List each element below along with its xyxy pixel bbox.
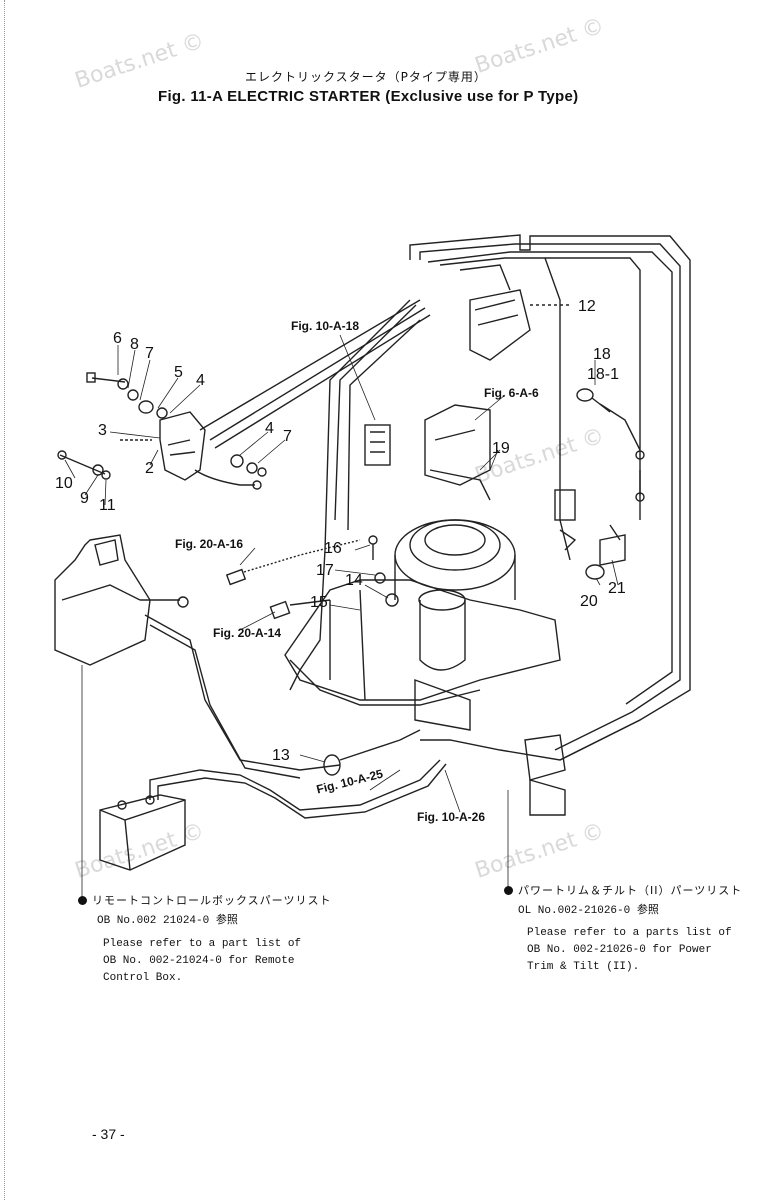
jp-title: エレクトリックスタータ（Pタイプ専用） xyxy=(245,70,487,84)
remote-control-box xyxy=(54,534,151,666)
part-number-7: 7 xyxy=(145,345,154,362)
relay xyxy=(364,424,391,466)
right-note-ob: OL No.002-21026-0 参照 xyxy=(518,905,659,917)
note-bullet xyxy=(78,896,87,905)
harness-inner xyxy=(419,243,681,751)
fig-ref-10-a-26: Fig. 10-A-26 xyxy=(417,810,486,824)
left-note-jp: リモートコントロールボックスパーツリスト xyxy=(92,894,332,907)
figure-title: Fig. 11-A ELECTRIC STARTER (Exclusive us… xyxy=(158,88,579,105)
page-margin-rule xyxy=(4,0,5,1200)
part-number-11: 11 xyxy=(99,497,116,514)
harness-outer xyxy=(409,234,691,761)
part-number-5: 5 xyxy=(174,364,183,381)
part-number-9: 9 xyxy=(80,490,89,507)
part-number-7b: 7 xyxy=(283,428,292,445)
part-number-13: 13 xyxy=(272,747,290,764)
part-number-18: 18 xyxy=(593,346,611,363)
part-number-17: 17 xyxy=(316,562,334,579)
part-number-12: 12 xyxy=(578,298,596,315)
battery xyxy=(99,794,186,871)
part-number-19: 19 xyxy=(492,440,510,457)
part-number-14: 14 xyxy=(345,572,363,589)
fig-ref-6-a-6: Fig. 6-A-6 xyxy=(484,386,539,400)
left-note-line2: OB No. 002-21024-0 for Remote xyxy=(103,955,295,967)
left-note-line1: Please refer to a part list of xyxy=(103,938,302,950)
page-number: - 37 - xyxy=(92,1126,125,1142)
part-number-20: 20 xyxy=(580,593,598,610)
part-number-18-1: 18-1 xyxy=(587,366,620,383)
right-note-jp: パワートリム＆チルト（II）パーツリスト xyxy=(518,884,743,897)
harness-inner2 xyxy=(427,251,673,705)
starter-motor xyxy=(419,600,466,671)
part-number-2: 2 xyxy=(145,460,154,477)
part-number-4b: 4 xyxy=(265,420,274,437)
part-number-6: 6 xyxy=(113,330,122,347)
left-note-line3: Control Box. xyxy=(103,972,183,984)
right-note-line3: Trim & Tilt (II). xyxy=(527,961,640,973)
engine-block xyxy=(284,579,561,701)
note-bullet xyxy=(504,886,513,895)
part-number-10: 10 xyxy=(55,475,73,492)
fig-ref-10-a-18: Fig. 10-A-18 xyxy=(291,319,360,333)
right-note-line2: OB No. 002-21026-0 for Power xyxy=(527,944,712,956)
part-number-3: 3 xyxy=(98,422,107,439)
part-number-4: 4 xyxy=(196,372,205,389)
left-note-ob: OB No.002 21024-0 参照 xyxy=(97,915,238,927)
part-number-16: 16 xyxy=(324,540,342,557)
fig-ref-20-a-16: Fig. 20-A-16 xyxy=(175,537,244,551)
part-number-15: 15 xyxy=(310,594,328,611)
part-number-8: 8 xyxy=(130,336,139,353)
part-number-21: 21 xyxy=(608,580,626,597)
right-note-line1: Please refer to a parts list of xyxy=(527,927,732,939)
fig-ref-20-a-14: Fig. 20-A-14 xyxy=(213,626,282,640)
